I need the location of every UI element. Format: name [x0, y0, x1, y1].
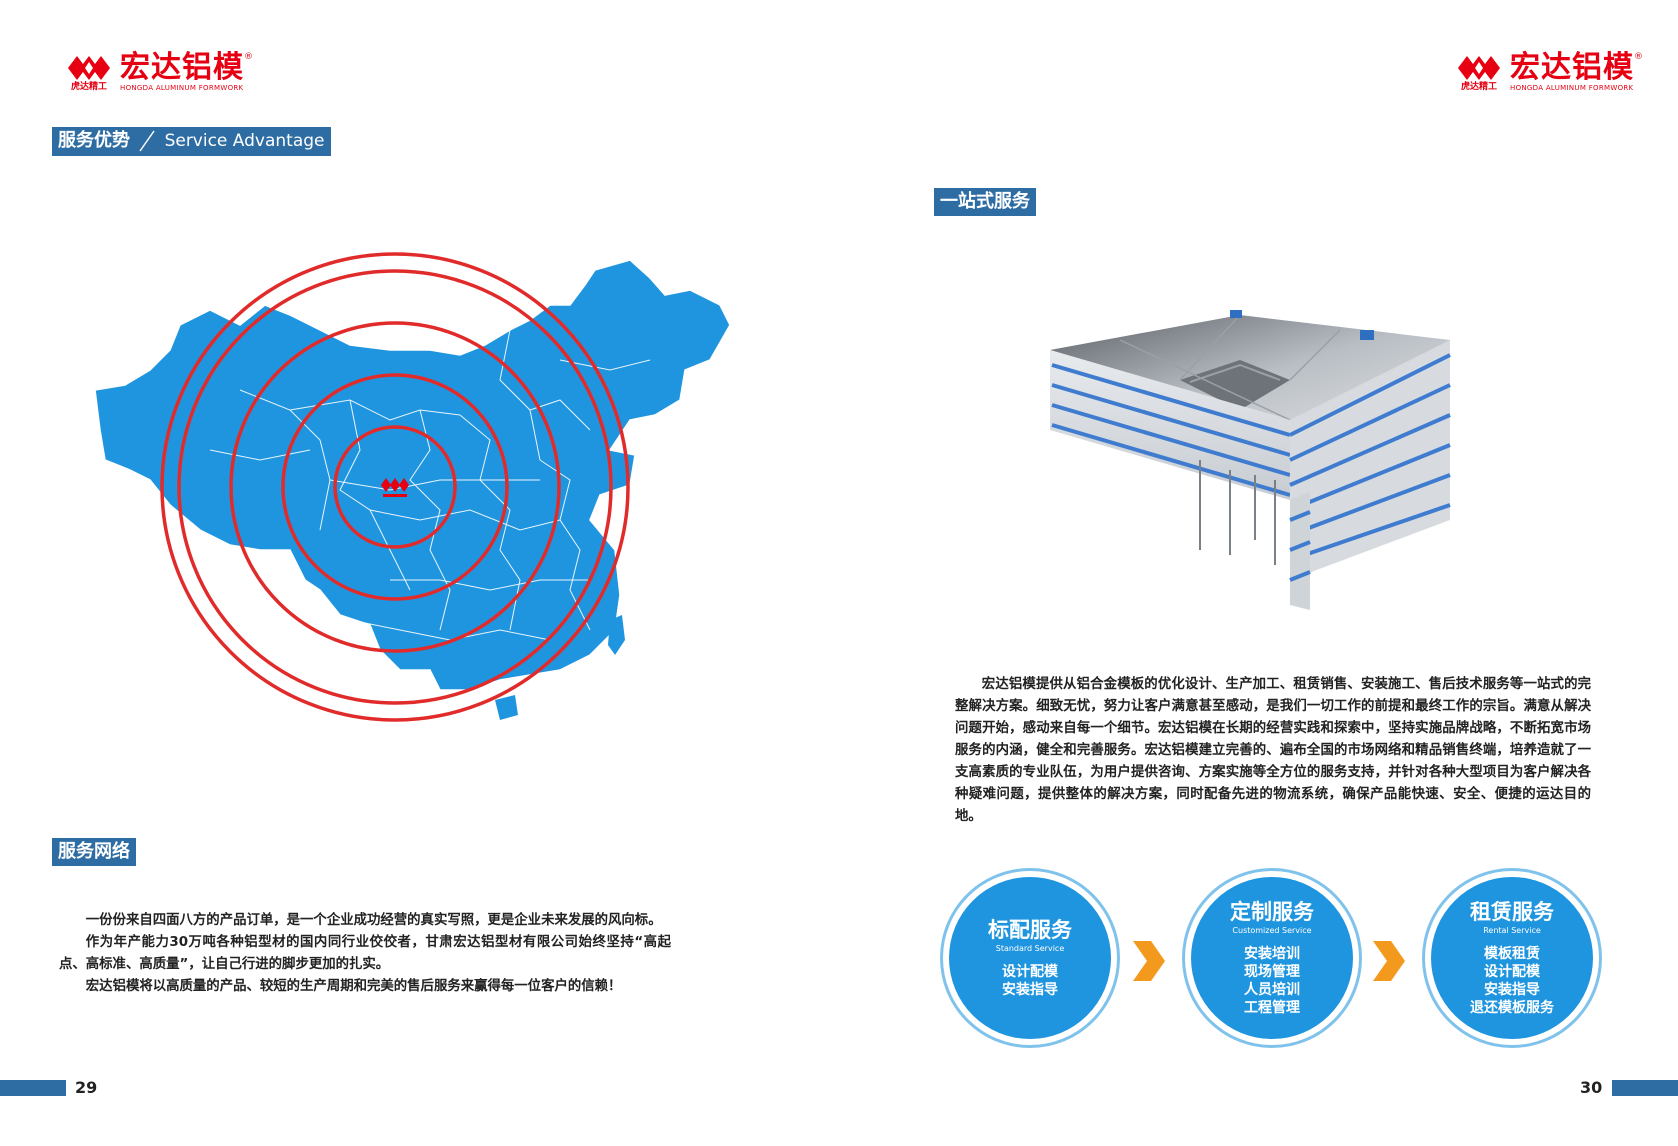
service-item: 退还模板服务: [1470, 1000, 1554, 1016]
section-title-en: Service Advantage: [164, 131, 325, 151]
page-number-right: 30: [1580, 1078, 1603, 1097]
section-header-service-advantage: 服务优势 Service Advantage: [52, 127, 331, 156]
service-item: 模板租赁: [1484, 946, 1540, 962]
network-text-block: 一份份来自四面八方的产品订单，是一个企业成功经营的真实写照，更是企业未来发展的风…: [59, 910, 671, 998]
one-stop-title: 一站式服务: [940, 191, 1030, 212]
service-item: 工程管理: [1244, 1000, 1300, 1016]
footer-bar-left: [0, 1080, 66, 1096]
brand-diamond-icon: [1458, 55, 1500, 80]
page-number-left: 29: [75, 1078, 98, 1097]
service-item: 设计配模: [1002, 964, 1058, 980]
brand-name: 宏达铝模: [120, 50, 244, 85]
service-circle-standard: 标配服务 Standard Service 设计配模 安装指导: [949, 877, 1111, 1039]
company-logo-icon: [381, 478, 409, 497]
service-english: Rental Service: [1483, 926, 1541, 935]
chevron-right-icon: [1133, 941, 1165, 981]
slash-divider-icon: [139, 130, 155, 152]
one-stop-intro-block: 宏达铝模提供从铝合金模板的优化设计、生产加工、租赁销售、安装施工、售后技术服务等…: [955, 674, 1591, 828]
brand-tagline: 虎达精工: [70, 81, 107, 92]
registered-mark: ®: [1634, 52, 1643, 62]
brand-english: HONGDA ALUMINUM FORMWORK: [120, 84, 244, 92]
network-paragraph: 宏达铝模将以高质量的产品、较短的生产周期和完美的售后服务来赢得每一位客户的信赖！: [85, 979, 622, 994]
service-item: 安装指导: [1484, 982, 1540, 998]
brand-logo-right: 虎达精工 宏达铝模 ® HONGDA ALUMINUM FORMWORK: [1456, 52, 1643, 93]
network-title: 服务网络: [58, 841, 130, 862]
brand-tagline: 虎达精工: [1460, 81, 1497, 92]
section-header-one-stop: 一站式服务: [934, 188, 1036, 216]
service-title: 标配服务: [988, 918, 1072, 942]
section-title-cn: 服务优势: [58, 130, 130, 151]
brand-logo-left: 虎达精工 宏达铝模 ® HONGDA ALUMINUM FORMWORK: [66, 52, 253, 93]
one-stop-intro-paragraph: 宏达铝模提供从铝合金模板的优化设计、生产加工、租赁销售、安装施工、售后技术服务等…: [955, 677, 1591, 824]
service-title: 租赁服务: [1470, 900, 1554, 924]
service-item: 人员培训: [1244, 982, 1300, 998]
coverage-rings: [177, 269, 613, 705]
chevron-right-icon: [1373, 941, 1405, 981]
registered-mark: ®: [244, 52, 253, 62]
aluminum-formwork-building-icon: [1050, 310, 1451, 610]
service-item: 安装指导: [1002, 982, 1058, 998]
service-item: 设计配模: [1484, 964, 1540, 980]
service-title: 定制服务: [1230, 900, 1314, 924]
service-english: Customized Service: [1232, 926, 1312, 935]
service-english: Standard Service: [995, 944, 1065, 953]
brand-diamond-icon: [68, 55, 110, 80]
service-item: 安装培训: [1244, 946, 1300, 962]
section-header-service-network: 服务网络: [52, 838, 136, 866]
brand-english: HONGDA ALUMINUM FORMWORK: [1510, 84, 1634, 92]
service-circle-rental: 租赁服务 Rental Service 模板租赁 设计配模 安装指导 退还模板服…: [1431, 877, 1593, 1039]
china-service-network-map: [94, 252, 730, 722]
network-paragraph: 作为年产能力30万吨各种铝型材的国内同行业佼佼者，甘肃宏达铝型材有限公司始终坚持…: [59, 935, 671, 972]
service-circle-customized: 定制服务 Customized Service 安装培训 现场管理 人员培训 工…: [1191, 877, 1353, 1039]
footer-bar-right: [1612, 1080, 1678, 1096]
china-map-shape: [94, 259, 730, 691]
brand-name: 宏达铝模: [1510, 50, 1634, 85]
service-item: 现场管理: [1244, 964, 1300, 980]
network-paragraph: 一份份来自四面八方的产品订单，是一个企业成功经营的真实写照，更是企业未来发展的风…: [85, 913, 662, 928]
